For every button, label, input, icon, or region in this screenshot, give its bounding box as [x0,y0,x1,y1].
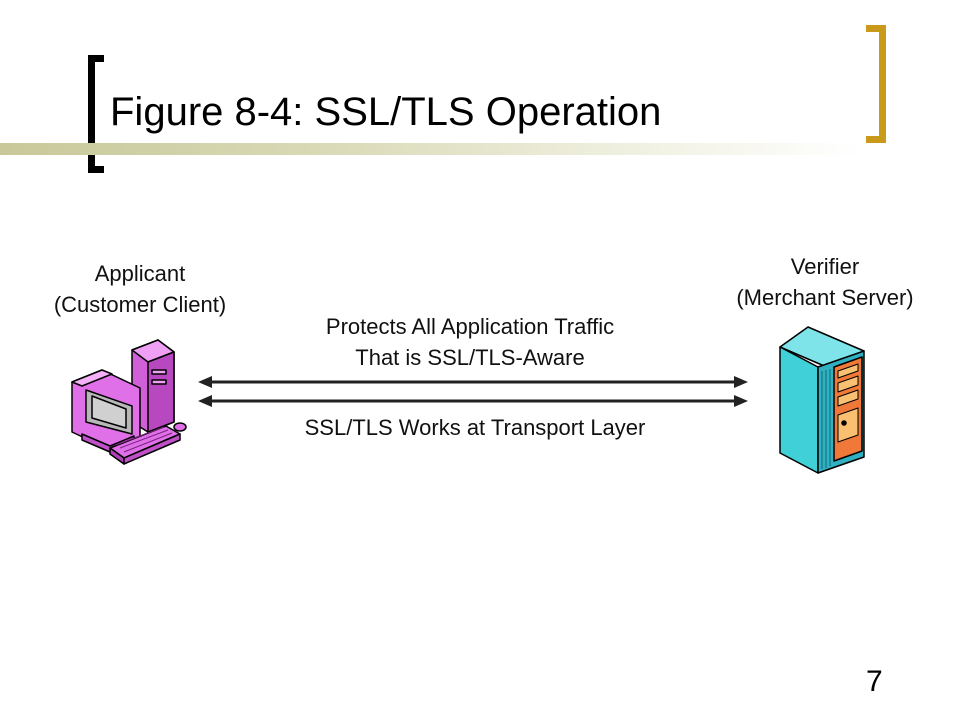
title-bracket-right [866,25,886,143]
protects-traffic-line1: Protects All Application Traffic [325,314,615,339]
server-tower-icon [779,326,865,474]
verifier-label-line2: (Merchant Server) [736,285,914,310]
protects-traffic-label: Protects All Application Traffic That is… [250,311,690,373]
applicant-label-line2: (Customer Client) [53,292,227,317]
applicant-label-line1: Applicant [94,261,186,286]
transport-layer-label: SSL/TLS Works at Transport Layer [304,415,646,440]
verifier-label: Verifier (Merchant Server) [700,251,950,313]
verifier-label-line1: Verifier [790,254,860,279]
applicant-label: Applicant (Customer Client) [20,258,260,320]
protects-traffic-line2: That is SSL/TLS-Aware [355,345,585,370]
slide-title: Figure 8-4: SSL/TLS Operation [110,90,662,134]
upper-arrow [198,376,748,388]
title-bracket-left [88,55,104,173]
bidirectional-arrows [198,376,748,407]
desktop-computer-icon [71,339,187,465]
lower-arrow [198,395,748,407]
page-number: 7 [866,665,883,698]
title-underline-bar [0,143,860,155]
